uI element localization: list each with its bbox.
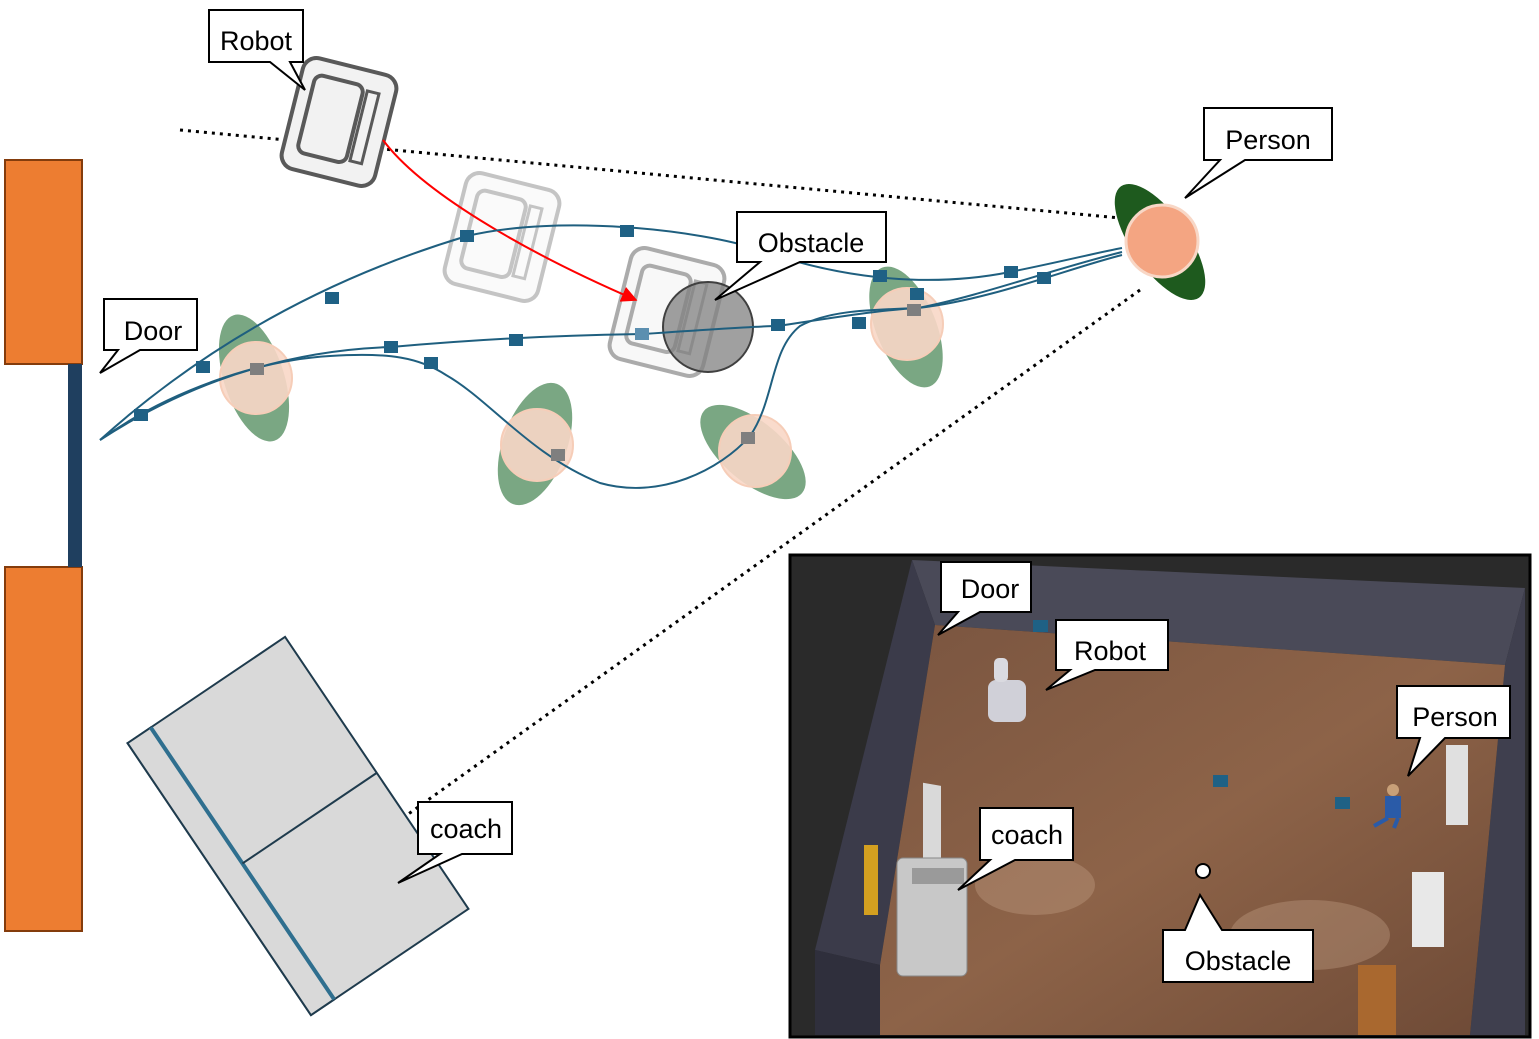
coach-seam — [241, 772, 378, 865]
person-ghost — [718, 414, 792, 488]
callout-obstacle: Obstacle — [714, 211, 887, 301]
callout-door: Door — [99, 298, 198, 374]
callout-robot: Robot — [208, 9, 306, 91]
waypoint — [1004, 266, 1018, 278]
waypoint — [509, 334, 523, 346]
label-coach: coach — [430, 814, 502, 844]
inset-floor — [880, 625, 1505, 1035]
waypoint — [635, 328, 649, 340]
callout-person: Person — [1184, 107, 1333, 199]
coach-icon — [126, 635, 470, 1017]
person-ghost — [219, 341, 293, 415]
inset-label-coach: coach — [991, 820, 1063, 850]
label-obstacle: Obstacle — [758, 228, 865, 258]
inset-robot — [988, 658, 1026, 722]
inset-waypoint — [1033, 620, 1048, 632]
trajectory-2 — [99, 251, 1123, 441]
inset-front-wall — [815, 950, 880, 1035]
inset-desk — [1358, 965, 1396, 1035]
person-icon — [1124, 203, 1200, 279]
inset-right-wall — [1470, 588, 1525, 1035]
inset-waypoint — [1213, 775, 1228, 787]
waypoint — [741, 432, 755, 444]
coach-armrest-line — [149, 726, 336, 1001]
person-ghost — [500, 408, 574, 482]
robot-ghost-1 — [442, 171, 562, 303]
waypoint — [551, 449, 565, 461]
inset-sofa-back — [912, 868, 964, 884]
waypoint — [620, 225, 634, 237]
robot-icon — [279, 56, 399, 188]
simulation-inset: Door Robot Person coach Obstacle — [788, 553, 1532, 1039]
inset-callout-door: Door — [937, 561, 1032, 636]
waypoint — [852, 317, 866, 329]
inset-label-obstacle: Obstacle — [1185, 946, 1292, 976]
label-person: Person — [1225, 125, 1311, 155]
inset-wall-frame — [1446, 745, 1468, 825]
waypoint — [771, 319, 785, 331]
ghost-waypoints — [250, 304, 921, 461]
inset-label-door: Door — [961, 574, 1020, 604]
inset-light-1 — [975, 855, 1095, 915]
label-door: Door — [124, 316, 183, 346]
waypoint — [460, 230, 474, 242]
inset-cabinet — [1412, 872, 1444, 947]
person-ghosts — [219, 287, 944, 488]
wall-upper — [4, 159, 83, 365]
waypoint — [1037, 272, 1051, 284]
inset-back-wall — [912, 560, 1525, 665]
field-of-view — [179, 128, 1141, 822]
person-ghost — [870, 287, 944, 361]
waypoints — [134, 225, 1051, 421]
inset-person — [1373, 784, 1401, 829]
label-robot: Robot — [220, 26, 293, 56]
waypoint — [196, 361, 210, 373]
robot-planned-path — [382, 139, 638, 302]
waypoint — [250, 363, 264, 375]
callout-coach: coach — [397, 801, 513, 884]
fov-line-top — [179, 128, 1121, 220]
waypoint — [907, 304, 921, 316]
inset-waypoint — [1335, 797, 1350, 809]
waypoint — [910, 288, 924, 300]
inset-callout-obstacle: Obstacle — [1162, 892, 1314, 983]
inset-left-wall — [815, 560, 935, 965]
inset-callout-robot: Robot — [1045, 619, 1169, 691]
door-icon — [68, 364, 82, 567]
waypoint — [325, 292, 339, 304]
waypoint — [873, 270, 887, 282]
inset-label-person: Person — [1412, 702, 1498, 732]
waypoint — [134, 409, 148, 421]
waypoint — [424, 357, 438, 369]
inset-sofa — [896, 857, 968, 977]
inset-painting — [864, 845, 878, 915]
inset-label-robot: Robot — [1074, 636, 1147, 666]
inset-ball — [1195, 863, 1211, 879]
wall-lower — [4, 566, 83, 932]
waypoint — [384, 341, 398, 353]
inset-callout-coach: coach — [957, 807, 1074, 891]
left-wall — [4, 159, 83, 932]
inset-callout-person: Person — [1396, 685, 1511, 777]
